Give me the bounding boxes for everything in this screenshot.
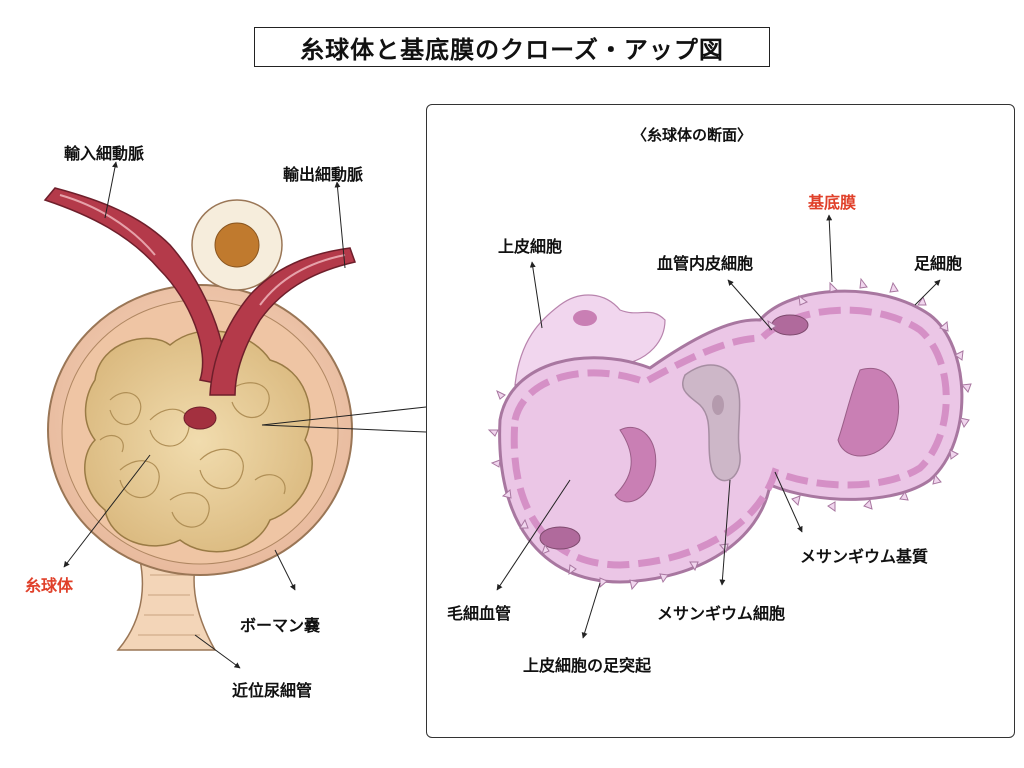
cross-section-panel	[426, 104, 1015, 738]
capillary-nucleus-left	[614, 426, 657, 503]
label-proximal-tubule: 近位尿細管	[232, 681, 313, 700]
label-capillary: 毛細血管	[447, 604, 512, 623]
capillary-cross-section	[487, 277, 972, 591]
label-podocyte: 足細胞	[914, 254, 963, 273]
left-leader-lines	[63, 161, 346, 669]
capillary-nucleus-right	[837, 367, 900, 457]
label-epithelial-cell: 上皮細胞	[498, 237, 563, 256]
mesangial-matrix	[681, 364, 741, 482]
glomerular-tuft	[84, 330, 313, 553]
panel-title: 〈糸球体の断面〉	[632, 126, 753, 144]
label-mesangial-matrix: メサンギウム基質	[800, 547, 929, 566]
efferent-arteriole	[209, 247, 356, 396]
label-endothelial-cell: 血管内皮細胞	[657, 254, 754, 273]
label-bowman-capsule: ボーマン嚢	[240, 616, 321, 635]
page-title: 糸球体と基底膜のクローズ・アップ図	[254, 27, 770, 67]
label-mesangial-cell: メサンギウム細胞	[657, 604, 786, 623]
zoom-line-bottom	[261, 424, 427, 433]
label-glomerulus: 糸球体	[25, 576, 74, 595]
glomerulus-illustration	[43, 187, 356, 651]
label-foot-process: 上皮細胞の足突起	[523, 656, 652, 675]
label-basement-membrane: 基底膜	[808, 193, 857, 212]
label-afferent-arteriole: 輸入細動脈	[64, 144, 145, 163]
label-efferent-arteriole: 輸出細動脈	[283, 165, 364, 184]
zoom-line-top	[261, 406, 427, 426]
right-leader-lines	[496, 214, 941, 639]
